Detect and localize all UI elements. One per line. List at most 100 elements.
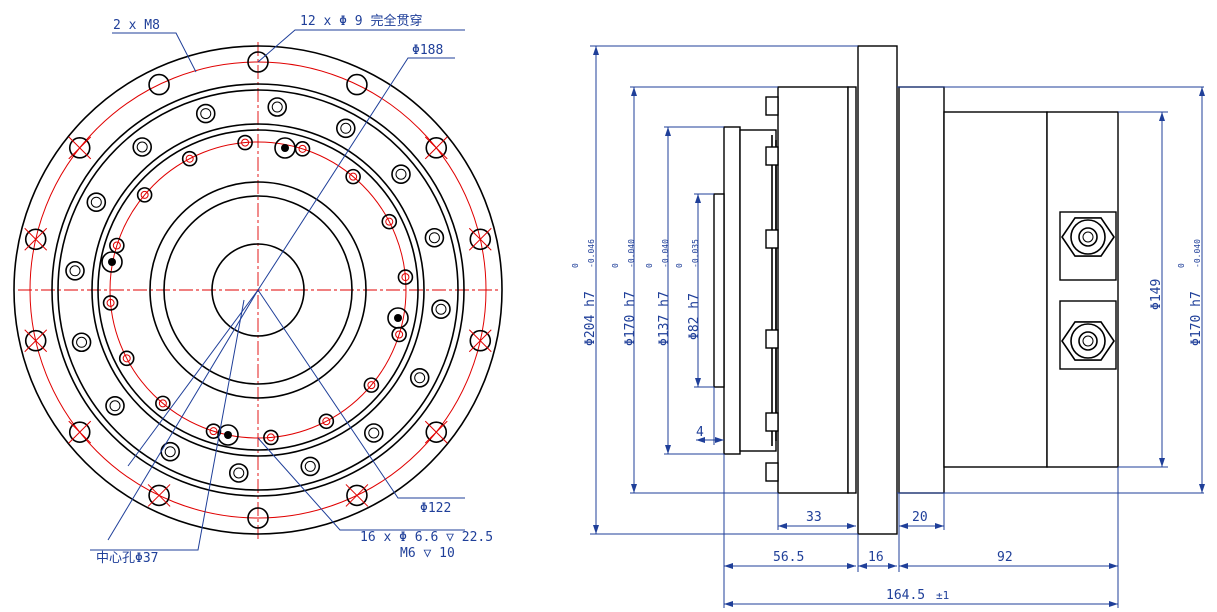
through-hole <box>346 484 368 507</box>
callout-counterbore-line2: M6 ▽ 10 <box>400 546 455 561</box>
bolt-head <box>105 395 125 416</box>
dim-20-label: 20 <box>912 510 928 525</box>
dim-d82-label: Φ82 h7 <box>687 293 702 340</box>
feature-hole <box>274 137 296 159</box>
counterbore-hole <box>102 295 119 311</box>
counterbore-hole <box>397 269 414 285</box>
counterbore-hole <box>181 150 198 167</box>
counterbore-hole <box>118 350 135 367</box>
dim-d170-right-arrow <box>1199 484 1205 493</box>
dim-step-label: 4 <box>696 425 704 440</box>
dim-d82-arrow <box>695 194 701 203</box>
gland-core <box>1082 335 1094 347</box>
counterbore-inner <box>298 144 307 153</box>
dim-d170-right-arrow <box>1199 87 1205 96</box>
feature-dot <box>224 431 232 439</box>
counterbore-hole <box>363 377 380 393</box>
inner-ring-contour <box>91 123 425 457</box>
dim-d137-arrow <box>665 445 671 454</box>
gland-inner <box>1078 227 1098 247</box>
mid-bolt-pattern <box>65 97 451 483</box>
dim-d149-arrow <box>1159 112 1165 121</box>
counterbore-inner <box>322 417 331 426</box>
counterbore-hole <box>345 168 361 185</box>
dim-d170-right-lower: -0.040 <box>1193 239 1202 268</box>
dim-92-arrow <box>1109 563 1118 569</box>
callout-pcd-outer: Φ188 <box>412 43 443 58</box>
feature-hole <box>101 251 123 273</box>
through-hole <box>346 73 368 96</box>
leader-pcd-outer <box>257 57 455 291</box>
dim-d170-left-arrow <box>631 484 637 493</box>
through-hole-pattern <box>24 51 492 529</box>
bolt-head <box>228 463 249 483</box>
hole-mark <box>68 420 92 444</box>
counterbore-inner <box>140 190 149 199</box>
dim-d170-left-lower: -0.040 <box>627 239 636 268</box>
housing-left <box>777 86 849 494</box>
hole-mark <box>147 484 171 507</box>
counterbore-inner <box>158 399 167 408</box>
gland-hex <box>1061 217 1115 257</box>
dim-16-arrow <box>888 563 897 569</box>
through-hole <box>68 421 91 443</box>
lug <box>765 329 779 349</box>
dim-20-arrow <box>935 523 944 529</box>
leader-tapped-holes <box>112 32 197 73</box>
dim-d137-arrow <box>665 127 671 136</box>
through-hole <box>425 137 448 159</box>
bolt-hole <box>414 372 426 384</box>
gland-core <box>1082 231 1094 243</box>
input-pilot <box>713 193 725 388</box>
outer-flange-contour <box>13 45 503 535</box>
center-hole-contour <box>211 243 305 337</box>
bolt-hole <box>136 141 148 153</box>
feature-dot <box>281 144 289 152</box>
dim-d82-arrow <box>695 378 701 387</box>
bolt-head <box>335 118 356 139</box>
through-hole <box>24 228 47 251</box>
hole-mark <box>345 484 369 507</box>
dim-total-arrow <box>1109 601 1118 607</box>
dim-d204-upper: 0 <box>571 263 580 268</box>
counterbore-inner <box>367 381 376 390</box>
bolt-hole <box>233 467 245 479</box>
mounting-flange <box>857 45 898 535</box>
through-hole <box>425 421 448 443</box>
counterbore-inner <box>122 354 131 363</box>
dim-92-arrow <box>899 563 908 569</box>
leader-through-holes <box>257 29 465 63</box>
hole-mark <box>468 329 492 353</box>
housing-right <box>898 86 945 494</box>
dim-d82-lower: -0.035 <box>691 239 700 268</box>
dim-33-arrow <box>778 523 787 529</box>
dim-16-arrow <box>858 563 867 569</box>
dim-d170-right-label: Φ170 h7 <box>1189 291 1204 346</box>
front-view: 2 x M8 12 x Φ 9 完全贯穿 Φ188 Φ122 16 x Φ 6.… <box>13 13 503 566</box>
bolt-head <box>65 260 85 281</box>
counterbore-hole <box>381 213 398 230</box>
dim-16-label: 16 <box>868 550 884 565</box>
bolt-hole <box>395 168 407 180</box>
through-hole <box>148 484 170 507</box>
dim-33-label: 33 <box>806 510 822 525</box>
dim-total-arrow <box>724 601 733 607</box>
bolt-head <box>86 192 107 213</box>
leader-counterbore <box>257 437 465 531</box>
dim-d204-lower: -0.046 <box>587 239 596 268</box>
leader-pcd-outer-extension <box>107 289 259 541</box>
housing-left-rim <box>847 86 857 494</box>
bolt-head <box>267 97 288 117</box>
input-flange-body <box>739 129 777 452</box>
counterbore-inner <box>395 330 404 339</box>
gland-outer <box>1070 219 1106 255</box>
bolt-hole <box>304 460 316 472</box>
dim-d82-upper: 0 <box>675 263 684 268</box>
counterbore-inner <box>185 154 194 163</box>
hole-mark <box>68 136 92 160</box>
gland-inner <box>1078 331 1098 351</box>
dim-total-label: 164.5 <box>886 588 925 603</box>
dim-step-arrow <box>696 437 705 443</box>
dim-d137-label: Φ137 h7 <box>657 291 672 346</box>
through-hole <box>469 228 492 251</box>
